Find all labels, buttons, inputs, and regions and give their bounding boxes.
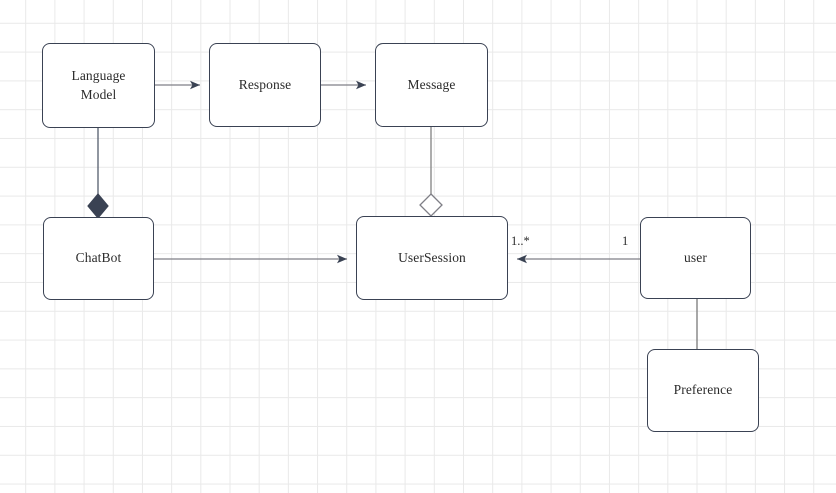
edge-language-model-to-chatbot-composition <box>87 128 109 219</box>
node-response[interactable]: Response <box>209 43 321 127</box>
node-language-model[interactable]: Language Model <box>42 43 155 128</box>
filled-diamond-icon <box>87 193 109 219</box>
node-chatbot[interactable]: ChatBot <box>43 217 154 300</box>
node-preference-label: Preference <box>673 382 733 398</box>
hollow-diamond-icon <box>419 193 443 217</box>
node-preference[interactable]: Preference <box>647 349 759 432</box>
node-usersession[interactable]: UserSession <box>356 216 508 300</box>
node-user[interactable]: user <box>640 217 751 299</box>
node-response-label: Response <box>238 76 292 92</box>
node-user-label: user <box>684 249 707 265</box>
edge-message-to-usersession-aggregation <box>419 127 443 217</box>
edge-label-multiplicity-one: 1 <box>622 234 629 248</box>
node-chatbot-label: ChatBot <box>75 250 122 266</box>
node-usersession-label: UserSession <box>398 249 466 265</box>
node-language-model-label: Language Model <box>71 68 126 102</box>
node-message-label: Message <box>407 76 456 92</box>
edge-label-multiplicity-many: 1..* <box>511 234 530 248</box>
node-message[interactable]: Message <box>375 43 488 127</box>
